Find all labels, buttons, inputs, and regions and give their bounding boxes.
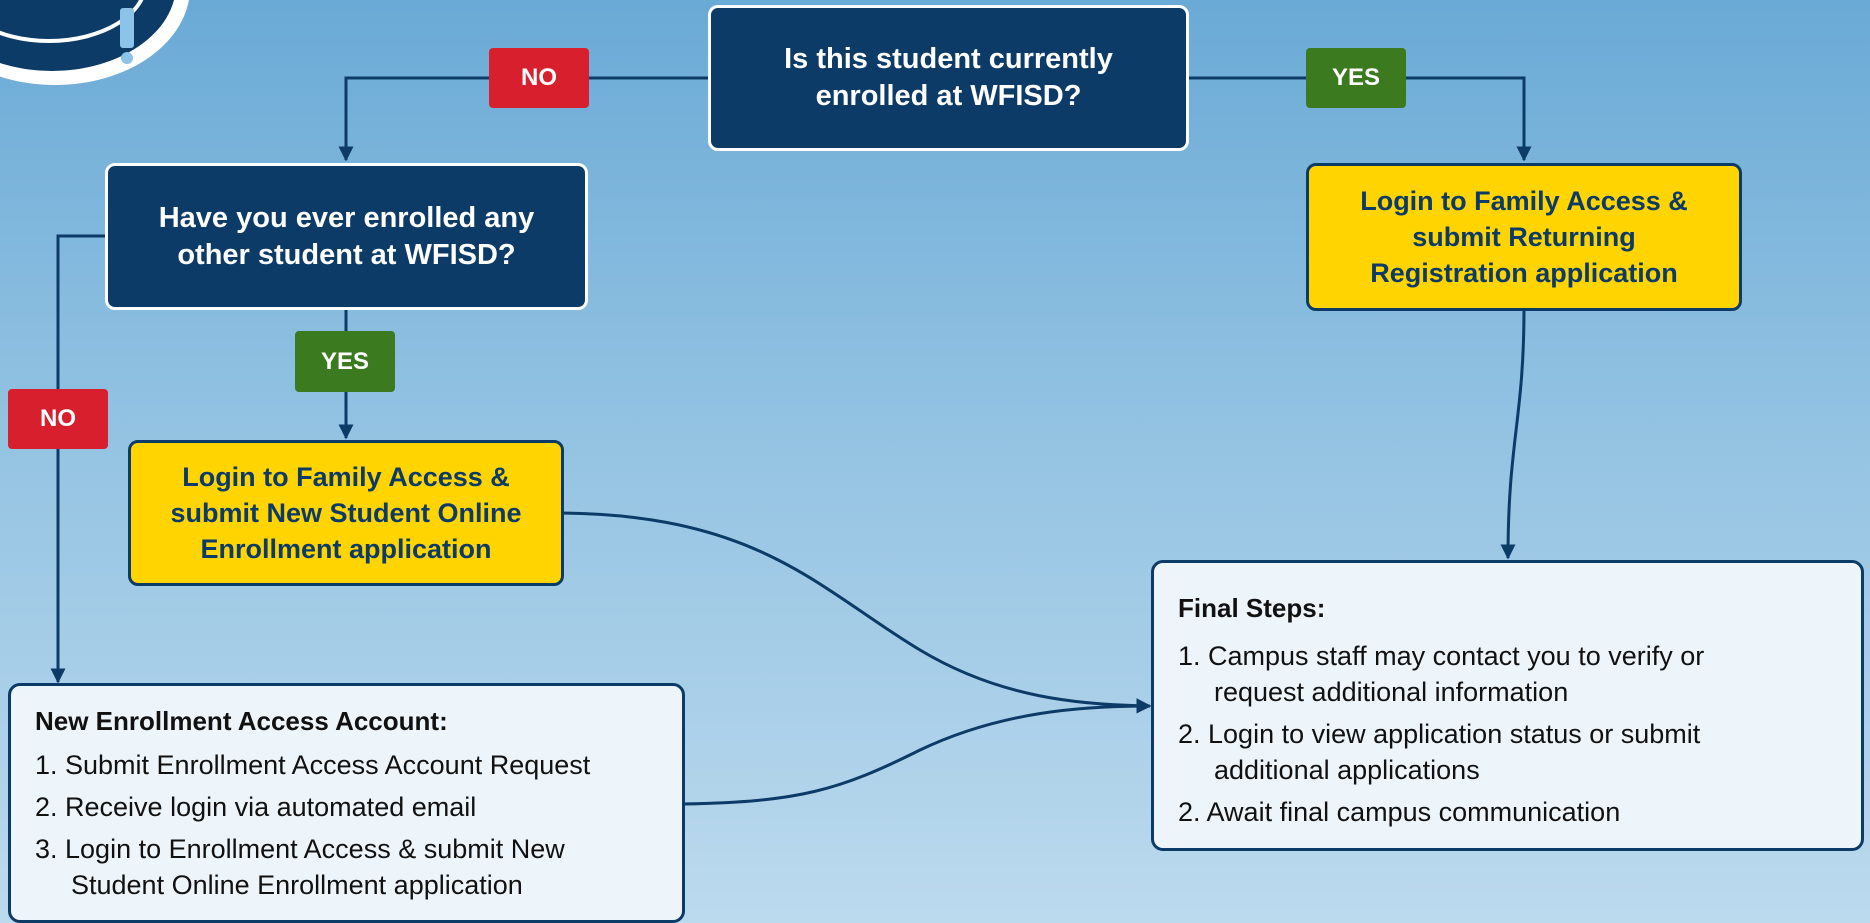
question-ever-enrolled-text: Have you ever enrolled any other student…	[158, 201, 535, 271]
list-item: 1. Submit Enrollment Access Account Requ…	[35, 750, 591, 780]
list-item: 3. Login to Enrollment Access & submit N…	[35, 834, 565, 900]
connector-returning-final	[1500, 307, 1526, 560]
connector-online-final	[561, 511, 1152, 714]
connector-q2-no	[50, 234, 108, 684]
yes-label-top: YES	[1306, 48, 1406, 108]
list-item: 2. Receive login via automated email	[35, 792, 477, 822]
new-online-enrollment-box: Login to Family Access & submit New Stud…	[128, 440, 564, 586]
question-ever-enrolled: Have you ever enrolled any other student…	[105, 163, 588, 310]
question-currently-enrolled: Is this student currently enrolled at WF…	[708, 5, 1189, 151]
connector-q1-yes	[1187, 76, 1532, 162]
returning-registration-box: Login to Family Access & submit Returnin…	[1306, 163, 1742, 311]
list-item: 2. Login to view application status or s…	[1178, 719, 1701, 785]
exclamation-icon	[120, 8, 134, 48]
list-item: 2. Await final campus communication	[1178, 797, 1621, 827]
no-label-top: NO	[489, 48, 589, 108]
final-steps-panel: Final Steps: 1. Campus staff may contact…	[1151, 560, 1864, 851]
new-enrollment-account-panel: New Enrollment Access Account: 1. Submit…	[8, 683, 685, 923]
new-online-enrollment-text: Login to Family Access & submit New Stud…	[170, 462, 522, 564]
no-label-left: NO	[8, 389, 108, 449]
returning-registration-text: Login to Family Access & submit Returnin…	[1360, 186, 1688, 288]
logo	[0, 0, 190, 85]
yes-label-left: YES	[295, 331, 395, 392]
list-item: 1. Campus staff may contact you to verif…	[1178, 641, 1705, 707]
final-steps-title: Final Steps:	[1178, 593, 1326, 623]
question-currently-enrolled-text: Is this student currently enrolled at WF…	[784, 43, 1113, 112]
new-enrollment-account-title: New Enrollment Access Account:	[35, 706, 448, 736]
connector-account-final	[682, 698, 1152, 806]
